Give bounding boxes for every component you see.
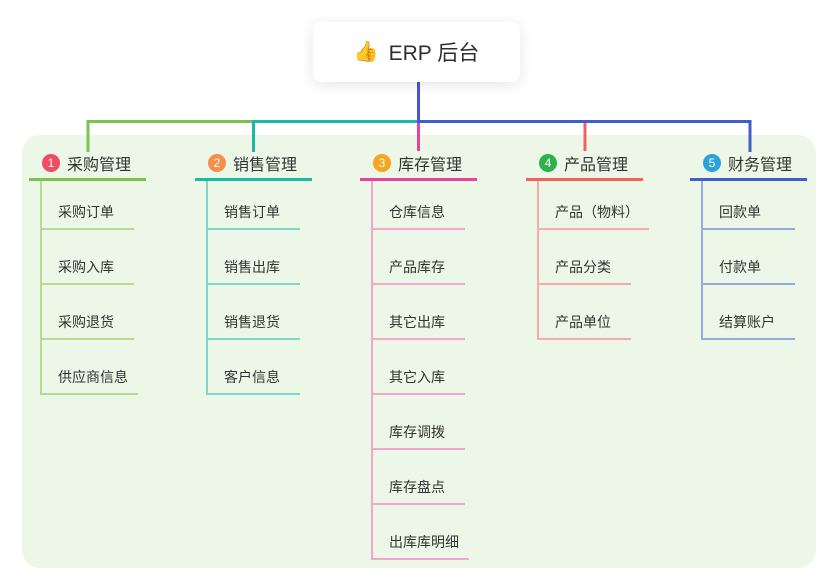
child-node[interactable]: 库存盘点 [373,450,465,505]
branch-number-badge: 4 [539,154,557,172]
child-node[interactable]: 结算账户 [703,285,795,340]
child-node[interactable]: 出库库明细 [373,505,469,560]
branch-header-inventory[interactable]: 3 库存管理 [360,148,477,181]
branch-finance: 5 财务管理 回款单 付款单 结算账户 [690,148,807,340]
child-node[interactable]: 供应商信息 [42,340,138,395]
branch-children: 采购订单 采购入库 采购退货 供应商信息 [40,181,138,395]
branch-number-badge: 1 [42,154,60,172]
branch-label: 库存管理 [398,157,463,174]
child-node[interactable]: 回款单 [703,181,795,230]
child-node[interactable]: 产品库存 [373,230,465,285]
branch-product: 4 产品管理 产品（物料） 产品分类 产品单位 [526,148,649,340]
child-node[interactable]: 客户信息 [208,340,300,395]
child-node[interactable]: 仓库信息 [373,181,465,230]
child-node[interactable]: 产品单位 [539,285,631,340]
branch-label: 产品管理 [564,157,629,174]
child-node[interactable]: 库存调拨 [373,395,465,450]
root-node[interactable]: 👍 ERP 后台 [313,22,520,82]
branch-inventory: 3 库存管理 仓库信息 产品库存 其它出库 其它入库 库存调拨 库存盘点 出库库… [360,148,477,560]
branch-children: 产品（物料） 产品分类 产品单位 [537,181,649,340]
branch-purchase: 1 采购管理 采购订单 采购入库 采购退货 供应商信息 [29,148,146,395]
branch-header-purchase[interactable]: 1 采购管理 [29,148,146,181]
branch-label: 采购管理 [67,157,132,174]
branch-children: 销售订单 销售出库 销售退货 客户信息 [206,181,300,395]
branch-number-badge: 5 [703,154,721,172]
child-node[interactable]: 其它出库 [373,285,465,340]
branch-label: 销售管理 [233,157,298,174]
child-node[interactable]: 销售订单 [208,181,300,230]
root-title: ERP 后台 [388,42,480,65]
branch-children: 回款单 付款单 结算账户 [701,181,795,340]
child-node[interactable]: 销售出库 [208,230,300,285]
diagram-panel [22,135,816,568]
child-node[interactable]: 采购退货 [42,285,134,340]
branch-number-badge: 3 [373,154,391,172]
child-node[interactable]: 采购订单 [42,181,134,230]
branch-label: 财务管理 [728,157,793,174]
branch-header-sales[interactable]: 2 销售管理 [195,148,312,181]
branch-header-product[interactable]: 4 产品管理 [526,148,643,181]
branch-children: 仓库信息 产品库存 其它出库 其它入库 库存调拨 库存盘点 出库库明细 [371,181,469,560]
thumbs-up-icon: 👍 [353,41,379,63]
child-node[interactable]: 付款单 [703,230,795,285]
child-node[interactable]: 产品（物料） [539,181,649,230]
child-node[interactable]: 销售退货 [208,285,300,340]
branch-header-finance[interactable]: 5 财务管理 [690,148,807,181]
branch-sales: 2 销售管理 销售订单 销售出库 销售退货 客户信息 [195,148,312,395]
branch-number-badge: 2 [208,154,226,172]
child-node[interactable]: 其它入库 [373,340,465,395]
child-node[interactable]: 采购入库 [42,230,134,285]
child-node[interactable]: 产品分类 [539,230,631,285]
